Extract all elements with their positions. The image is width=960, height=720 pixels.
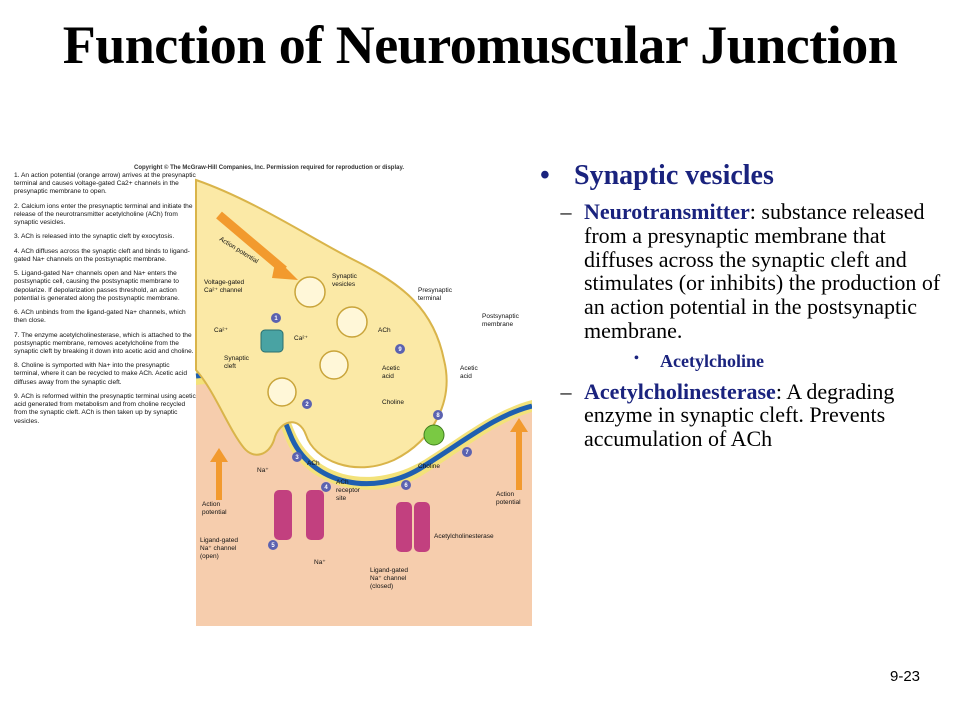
subitem-neurotransmitter: – Neurotransmitter: substance released f… — [540, 200, 955, 343]
definition-neurotransmitter: : substance released from a presynaptic … — [584, 199, 941, 343]
dash-marker: – — [560, 199, 572, 224]
step-marker-6: 6 — [404, 483, 408, 489]
label-na-a: Na⁺ — [257, 467, 269, 474]
bullet-synaptic-vesicles: • Synaptic vesicles — [540, 160, 955, 192]
step-marker-9: 9 — [398, 347, 402, 353]
label-ligand-open-2: Na⁺ channel — [200, 545, 237, 552]
figure-step: 2. Calcium ions enter the presynaptic te… — [14, 202, 193, 227]
term-neurotransmitter: Neurotransmitter — [584, 199, 750, 224]
label-ligand-closed-2: Na⁺ channel — [370, 575, 407, 582]
synaptic-cleft-region — [196, 383, 532, 626]
label-synaptic-cleft-2: cleft — [224, 363, 236, 370]
page-number: 9-23 — [890, 668, 921, 685]
neuromuscular-junction-figure: 1 2 3 4 5 6 7 8 9 Action potential Volta… — [14, 160, 532, 626]
bullet-dot: • — [540, 160, 550, 191]
figure-step: 7. The enzyme acetylcholinesterase, whic… — [14, 331, 194, 355]
acetylcholinesterase-enzyme — [423, 424, 445, 446]
arrow-head-left — [210, 448, 228, 462]
figure-step: 4. ACh diffuses across the synaptic clef… — [14, 247, 190, 263]
label-ligand-open-3: (open) — [200, 553, 219, 560]
label-na-b: Na⁺ — [314, 559, 326, 566]
subitem-acetylcholinesterase: – Acetylcholinesterase: A degrading enzy… — [540, 378, 955, 451]
label-ca-channel: Ca²⁺ channel — [204, 287, 243, 294]
step-marker-2: 2 — [305, 402, 309, 408]
bullet-dot: • — [634, 350, 639, 366]
label-action-potential-right-1: Action — [496, 491, 514, 498]
figure-illustration: 1 2 3 4 5 6 7 8 9 Action potential Volta… — [195, 160, 532, 626]
label-acetic-acid-2: acid — [382, 373, 394, 380]
term-acetylcholinesterase: Acetylcholinesterase — [584, 378, 776, 404]
step-marker-5: 5 — [271, 543, 275, 549]
figure-step: 1. An action potential (orange arrow) ar… — [14, 172, 196, 196]
label-choline-a: Choline — [382, 399, 404, 406]
label-voltage-gated: Voltage-gated — [204, 279, 245, 286]
label-acetic-acid-3: Acetic — [460, 365, 478, 372]
step-marker-3: 3 — [295, 455, 299, 461]
label-ach-receptor-2: receptor — [336, 487, 361, 494]
ligand-gated-channel-open — [274, 490, 324, 540]
step-marker-1: 1 — [274, 316, 278, 322]
label-synaptic-vesicles-2: vesicles — [332, 281, 356, 288]
arrow-head-right — [510, 418, 528, 432]
label-ach-b: ACh — [307, 460, 320, 467]
synaptic-vesicles — [267, 276, 368, 407]
step-marker-8: 8 — [436, 413, 440, 419]
figure-steps-list: 1. An action potential (orange arrow) ar… — [14, 172, 196, 432]
label-acetic-acid-1: Acetic — [382, 365, 400, 372]
label-presynaptic-2: terminal — [418, 295, 442, 302]
label-ach-receptor-3: site — [336, 495, 347, 502]
dash-marker: – — [560, 378, 572, 404]
action-potential-arrow-top — [216, 211, 287, 274]
label-postsynaptic-1: Postsynaptic — [482, 313, 520, 320]
label-acetic-acid-4: acid — [460, 373, 472, 380]
label-ligand-closed-1: Ligand-gated — [370, 567, 408, 574]
figure-step: 3. ACh is released into the synaptic cle… — [14, 233, 175, 241]
label-action-potential-right-2: potential — [496, 499, 521, 506]
label-acetylcholinesterase: Acetylcholinesterase — [434, 533, 494, 540]
figure-step: 8. Choline is symported with Na+ into th… — [14, 362, 187, 386]
slide-content: • Synaptic vesicles – Neurotransmitter: … — [540, 160, 955, 451]
voltage-gated-ca-channel — [260, 329, 284, 353]
step-marker-4: 4 — [324, 485, 328, 491]
figure-step: 9. ACh is reformed within the presynapti… — [14, 392, 196, 425]
subsubitem-acetylcholine: • Acetylcholine — [540, 351, 955, 372]
label-postsynaptic-2: membrane — [482, 321, 513, 328]
ligand-gated-channel-closed — [396, 502, 430, 552]
term-acetylcholine: Acetylcholine — [660, 350, 764, 371]
label-ca2-a: Ca²⁺ — [214, 327, 228, 334]
label-ligand-closed-3: (closed) — [370, 583, 393, 590]
label-synaptic-cleft-1: Synaptic — [224, 355, 250, 362]
step-markers — [268, 313, 472, 550]
figure-step: 6. ACh unbinds from the ligand-gated Na+… — [14, 309, 186, 325]
label-ca2-b: Ca²⁺ — [294, 335, 308, 342]
label-choline-b: Choline — [418, 463, 440, 470]
step-marker-7: 7 — [465, 450, 469, 456]
label-presynaptic-1: Presynaptic — [418, 287, 453, 294]
label-synaptic-vesicles-1: Synaptic — [332, 273, 358, 280]
label-ach-a: ACh — [378, 327, 391, 334]
label-action-potential-left-2: potential — [202, 509, 227, 516]
label-action-potential-left-1: Action — [202, 501, 220, 508]
bullet-text: Synaptic vesicles — [574, 160, 774, 191]
slide-title: Function of Neuromuscular Junction — [62, 15, 898, 75]
label-ligand-open-1: Ligand-gated — [200, 537, 238, 544]
figure-copyright: Copyright © The McGraw-Hill Companies, I… — [134, 165, 405, 171]
definition-acetylcholinesterase: : A degrading enzyme in synaptic cleft. … — [584, 378, 895, 451]
arrow-head-top — [272, 258, 298, 280]
label-ach-receptor-1: ACh — [336, 479, 349, 486]
figure-step: 5. Ligand-gated Na+ channels open and Na… — [14, 270, 180, 302]
